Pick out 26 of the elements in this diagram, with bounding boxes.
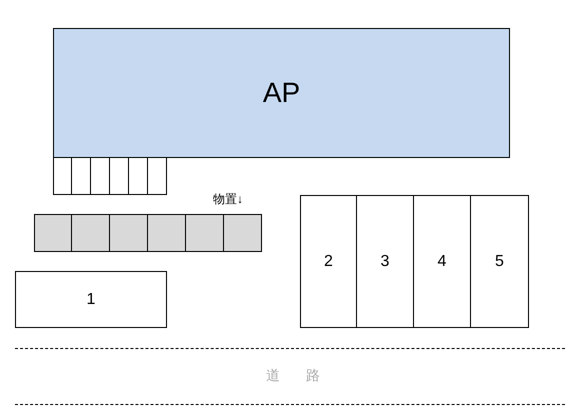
parking-space bbox=[15, 271, 167, 328]
space-label: AP bbox=[262, 77, 300, 109]
parking-space bbox=[471, 195, 529, 328]
bicycle-space bbox=[53, 157, 72, 195]
parking-space bbox=[414, 195, 471, 328]
storage-note: 物置↓ bbox=[213, 191, 243, 208]
storage-space bbox=[34, 214, 72, 252]
storage-space bbox=[72, 214, 110, 252]
storage-space bbox=[110, 214, 148, 252]
building-block bbox=[53, 28, 510, 158]
bicycle-space bbox=[129, 157, 148, 195]
space-label: 2 bbox=[324, 252, 333, 270]
storage-space bbox=[186, 214, 224, 252]
space-label: 5 bbox=[495, 252, 504, 270]
parking-space bbox=[300, 195, 357, 328]
parking-space bbox=[357, 195, 414, 328]
space-label: 3 bbox=[380, 252, 390, 270]
space-label: 1 bbox=[86, 290, 96, 308]
road-label: 道 路 bbox=[266, 367, 326, 385]
bicycle-space bbox=[110, 157, 129, 195]
storage-space bbox=[224, 214, 262, 252]
bicycle-space bbox=[72, 157, 91, 195]
storage-space bbox=[148, 214, 186, 252]
space-label: 4 bbox=[438, 252, 446, 270]
bicycle-space bbox=[148, 157, 167, 195]
bicycle-space bbox=[91, 157, 110, 195]
